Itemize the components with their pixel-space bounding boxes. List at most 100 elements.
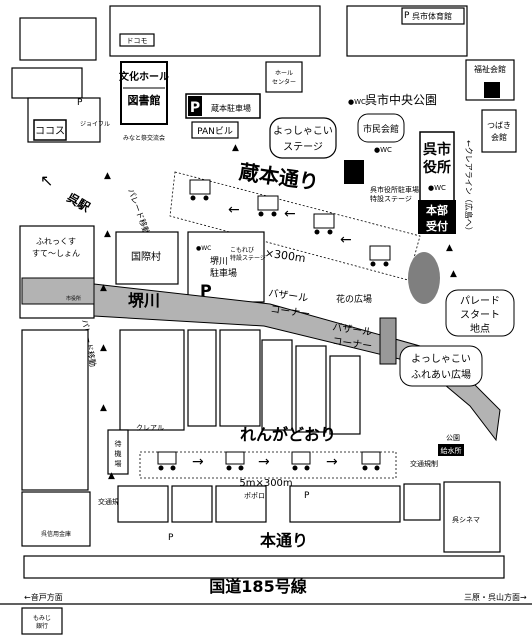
tsubaki-label: つばき (487, 121, 511, 130)
kuramoto-parking-label: 蔵本駐車場 (211, 103, 251, 113)
tsubaki-box (481, 109, 517, 153)
coco-box (33, 119, 67, 141)
city-gym-label-box (401, 7, 465, 25)
arrow-icon: → (326, 454, 338, 470)
block-left-1 (19, 17, 97, 61)
water-station-label: 給水所 (441, 446, 462, 455)
svg-text:会館: 会館 (491, 132, 507, 142)
parade-lane-bottom (139, 451, 397, 479)
waiting-area-box (107, 429, 129, 475)
svg-text:▲: ▲ (100, 343, 107, 353)
svg-text:●WC: ●WC (374, 146, 392, 154)
traffic-area-label: 交通規制 (98, 497, 126, 506)
block-mid-left (21, 329, 89, 491)
yosakoi-plaza-label: よっしゃこい (411, 353, 471, 365)
svg-text:▲: ▲ (232, 143, 239, 153)
hall-center-box (265, 61, 303, 93)
svg-text:銀行: 銀行 (36, 622, 48, 630)
block-row-bottom (23, 555, 505, 579)
momiji-bank-box (21, 607, 63, 635)
block-low-6 (403, 483, 441, 521)
svg-text:機: 機 (115, 449, 122, 458)
arrow-icon: → (258, 454, 270, 470)
pan-box (191, 121, 239, 139)
kuramoto-sign (344, 160, 364, 184)
kurearu-label: クレアル (136, 424, 164, 432)
road-left-segment (21, 277, 95, 305)
parking-top: P (404, 11, 410, 21)
block-low-4 (215, 485, 267, 523)
svg-text:役所: 役所 (423, 159, 451, 176)
yosakoi-stage-bubble (269, 117, 337, 159)
svg-text:▲: ▲ (104, 171, 111, 181)
water-label-2: 交通規制 (410, 459, 438, 468)
svg-text:地点: 地点 (470, 322, 490, 335)
kokusaimura-block (115, 231, 179, 285)
block-mid-2 (119, 329, 185, 431)
arrow-icon: → (192, 454, 204, 470)
car-icon (225, 451, 245, 471)
block-mid-3 (187, 329, 217, 427)
kura-parking-label: 堺川 (210, 255, 228, 267)
docomo-box (119, 33, 155, 47)
docomo-label: ドコモ (127, 37, 148, 45)
parade-lane-top (169, 171, 421, 281)
car-icon (361, 451, 381, 471)
svg-text:受付: 受付 (426, 219, 448, 233)
bazaar-building (379, 317, 397, 365)
parade-start-ellipse (408, 252, 440, 304)
komorebi-label: こもれび (230, 246, 254, 254)
welfare-hall-label: 福祉会館 (474, 64, 506, 74)
kure-station-label: 呉駅 (65, 190, 94, 215)
cone-icon: ▲ ▲ ▲ ▲ ▲ ▲ ▲ ▲ ▲ (100, 143, 457, 481)
svg-text:センター: センター (272, 78, 296, 86)
parking-coco: P (77, 98, 83, 108)
block-low-1 (21, 491, 91, 547)
water-station-box (438, 444, 464, 456)
fureai-label: ふれっくす (36, 237, 76, 246)
yosakoi-plaza-bubble (399, 345, 483, 387)
block-low-5 (289, 485, 401, 523)
svg-text:コーナー: コーナー (332, 335, 373, 352)
waiting-area-label: 待 (115, 439, 122, 448)
svg-text:▲: ▲ (104, 229, 111, 239)
civic-hall-label: 市民会館 (363, 123, 399, 135)
minato-center-label: みなと祭交流会 (123, 134, 165, 142)
civic-hall-box (357, 113, 405, 143)
bunka-hall-label: 文化ホール (119, 70, 169, 83)
hq-label: 本部 (426, 203, 448, 217)
city-hall-label: 呉市 (423, 141, 451, 158)
car-icon (313, 213, 335, 235)
parking-sign: P (200, 281, 212, 300)
block-low-7 (443, 481, 501, 553)
arrow-icon: ← (284, 206, 296, 222)
parade-start-label: パレード (460, 295, 500, 307)
hobota-label: ポポロ (244, 492, 265, 500)
car-icon (369, 245, 391, 267)
kuramoto-dori-label: 蔵本通り (238, 160, 321, 195)
car-icon (157, 451, 177, 471)
block-top-left (109, 5, 321, 57)
block-mid-4 (219, 329, 261, 427)
svg-text:駐車場: 駐車場 (210, 267, 237, 279)
curve-line-label: ←クレアライン（広島へ） (464, 140, 474, 235)
svg-text:ステージ: ステージ (283, 142, 323, 153)
car-icon (257, 195, 279, 217)
sakaigawa-label: 堺川 (128, 291, 160, 310)
svg-text:●WC: ●WC (196, 245, 211, 252)
renga-dori-label: れんがどおり (240, 425, 336, 444)
library-label: 図書館 (128, 93, 161, 107)
momiji-label: もみじ (33, 615, 51, 622)
yosakoi-stage-line1: よっしゃこい (273, 125, 333, 137)
cinema-label: 呉シネマ (452, 516, 480, 524)
svg-text:コーナー: コーナー (270, 303, 311, 320)
svg-text:特設ステージ: 特設ステージ (230, 254, 266, 262)
svg-text:特設ステージ: 特設ステージ (370, 194, 412, 203)
car-icon (189, 179, 211, 201)
svg-text:▲: ▲ (108, 471, 115, 481)
car-icon (291, 451, 311, 471)
block-mid-7 (329, 355, 361, 435)
distance-bottom-label: 5m×300m (239, 478, 292, 489)
station-arrow-icon: ↖ (40, 171, 53, 190)
mihara-label: 三原・呉山方面→ (464, 592, 527, 602)
